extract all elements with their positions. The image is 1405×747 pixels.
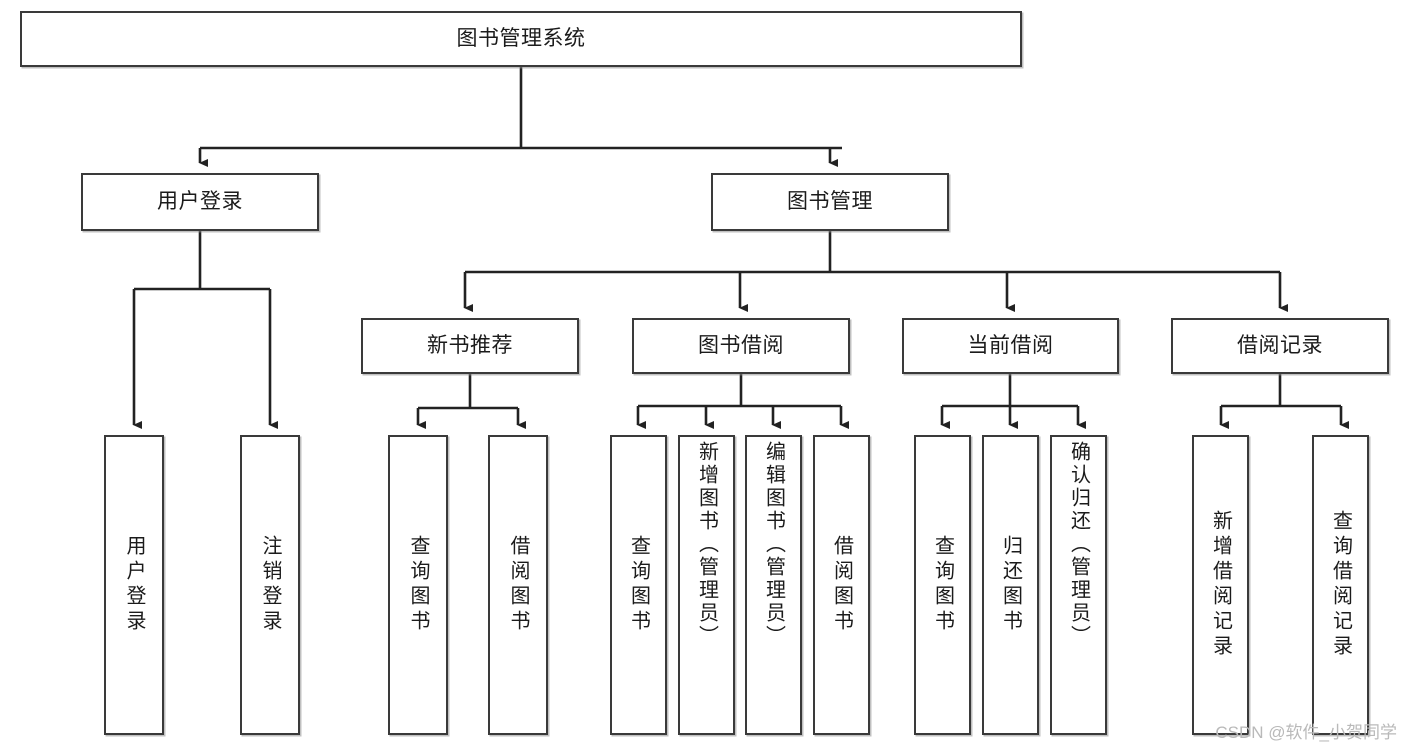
watermark-text: CSDN @软件_小贺同学	[1215, 723, 1397, 742]
node-borrow-record-label: 借阅记录	[1237, 333, 1323, 357]
node-current-borrow-label: 当前借阅	[967, 333, 1054, 357]
node-leaf-borrow-book-recommend[interactable]: 借阅图书	[488, 435, 548, 735]
node-leaf-query-book-borrow-label: 查询图书	[627, 535, 650, 635]
node-leaf-return-book[interactable]: 归还图书	[982, 435, 1039, 735]
node-leaf-query-borrow-record[interactable]: 查询借阅记录	[1312, 435, 1369, 735]
node-leaf-add-borrow-record-label: 新增借阅记录	[1209, 510, 1232, 660]
node-book-manage-label: 图书管理	[787, 189, 873, 213]
node-leaf-add-book-admin-label: 新增图书（管理员）	[695, 441, 718, 648]
node-leaf-edit-book-admin-label: 编辑图书（管理员）	[762, 441, 785, 648]
node-book-manage[interactable]: 图书管理	[711, 173, 949, 231]
node-leaf-add-book-admin[interactable]: 新增图书（管理员）	[678, 435, 735, 735]
node-user-login[interactable]: 用户登录	[81, 173, 319, 231]
node-leaf-return-book-label: 归还图书	[999, 535, 1022, 635]
node-leaf-edit-book-admin[interactable]: 编辑图书（管理员）	[745, 435, 802, 735]
node-leaf-query-book-current[interactable]: 查询图书	[914, 435, 971, 735]
node-leaf-query-book-borrow[interactable]: 查询图书	[610, 435, 667, 735]
node-leaf-query-book-current-label: 查询图书	[931, 535, 954, 635]
node-leaf-add-borrow-record[interactable]: 新增借阅记录	[1192, 435, 1249, 735]
node-current-borrow[interactable]: 当前借阅	[902, 318, 1119, 374]
node-book-borrow-label: 图书借阅	[698, 333, 784, 357]
node-leaf-borrow-book[interactable]: 借阅图书	[813, 435, 870, 735]
node-leaf-query-borrow-record-label: 查询借阅记录	[1329, 510, 1352, 660]
node-root[interactable]: 图书管理系统	[20, 11, 1022, 67]
node-leaf-query-book-recommend[interactable]: 查询图书	[388, 435, 448, 735]
node-leaf-borrow-book-recommend-label: 借阅图书	[507, 535, 529, 635]
node-leaf-logout-login-label: 注销登录	[259, 535, 281, 635]
node-new-book-recommend-label: 新书推荐	[427, 333, 513, 357]
node-root-label: 图书管理系统	[456, 26, 586, 50]
node-leaf-confirm-return-admin-label: 确认归还（管理员）	[1067, 441, 1090, 648]
node-borrow-record[interactable]: 借阅记录	[1171, 318, 1389, 374]
node-leaf-query-book-recommend-label: 查询图书	[407, 535, 429, 635]
node-new-book-recommend[interactable]: 新书推荐	[361, 318, 579, 374]
node-user-login-label: 用户登录	[157, 189, 243, 213]
node-leaf-confirm-return-admin[interactable]: 确认归还（管理员）	[1050, 435, 1107, 735]
node-leaf-logout-login[interactable]: 注销登录	[240, 435, 300, 735]
node-leaf-user-login[interactable]: 用户登录	[104, 435, 164, 735]
node-leaf-user-login-label: 用户登录	[123, 535, 145, 635]
node-leaf-borrow-book-label: 借阅图书	[830, 535, 853, 635]
node-book-borrow[interactable]: 图书借阅	[632, 318, 850, 374]
